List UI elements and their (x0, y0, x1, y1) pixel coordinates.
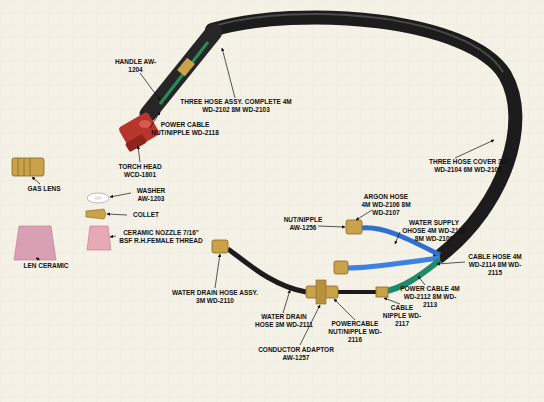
part-label: WASHER AW-1203 (130, 187, 172, 203)
collet (86, 209, 106, 219)
part-label: ARGON HOSE 4M WD-2106 8M WD-2107 (360, 193, 412, 216)
leader-lines (32, 48, 494, 345)
ceramic-nozzle (87, 226, 111, 250)
gas-lens (12, 158, 44, 176)
part-label: TORCH HEAD WCD-1801 (116, 163, 164, 179)
part-label: POWER CABLE NUT/NIPPLE WD-2118 (150, 121, 220, 137)
part-label: GAS LENS (20, 185, 68, 193)
part-label: THREE HOSE ASSY. COMPLETE 4M WD-2102 8M … (180, 98, 292, 114)
water-drain-hose (228, 249, 306, 292)
hose-cover (212, 17, 515, 256)
water-nut (334, 261, 348, 274)
part-label: CABLE NIPPLE WD-2117 (380, 304, 424, 327)
power-cable (338, 290, 382, 294)
part-label: THREE HOSE COVER 3M WD-2104 6M WD-2105 (428, 158, 508, 174)
cable-nipple (376, 287, 388, 297)
part-label: LEN CERAMIC (16, 262, 76, 270)
part-label: WATER DRAIN HOSE ASSY. 3M WD-2110 (170, 289, 260, 305)
part-label: POWERCABLE NUT/NIPPLE WD-2116 (326, 320, 384, 343)
handle-stripe (160, 42, 208, 104)
water-supply-hose (348, 258, 440, 268)
washer-hole (94, 196, 102, 200)
part-label: NUT/NIPPLE AW-1256 (280, 216, 326, 232)
drain-nut (212, 240, 228, 253)
part-label: HANDLE AW-1204 (108, 58, 163, 74)
part-label: WATER SUPPLY OHOSE 4M WD-2108 8M WD-2109 (398, 219, 470, 242)
part-label: CONDUCTOR ADAPTOR AW-1257 (252, 346, 340, 362)
nut-fitting (177, 58, 195, 77)
part-label: WATER DRAIN HOSE 3M WD-2111 (252, 313, 316, 329)
washer (87, 193, 109, 203)
argon-nut (346, 220, 362, 234)
part-label: CABLE HOSE 4M WD-2114 8M WD-2115 (465, 253, 525, 276)
adaptor-tee (316, 280, 326, 304)
part-label: COLLET (127, 211, 165, 219)
lens-ceramic (14, 226, 56, 260)
part-label: CERAMIC NOZZLE 7/16" BSF R.H.FEMALE THRE… (116, 229, 206, 245)
hose-highlight (214, 14, 503, 72)
